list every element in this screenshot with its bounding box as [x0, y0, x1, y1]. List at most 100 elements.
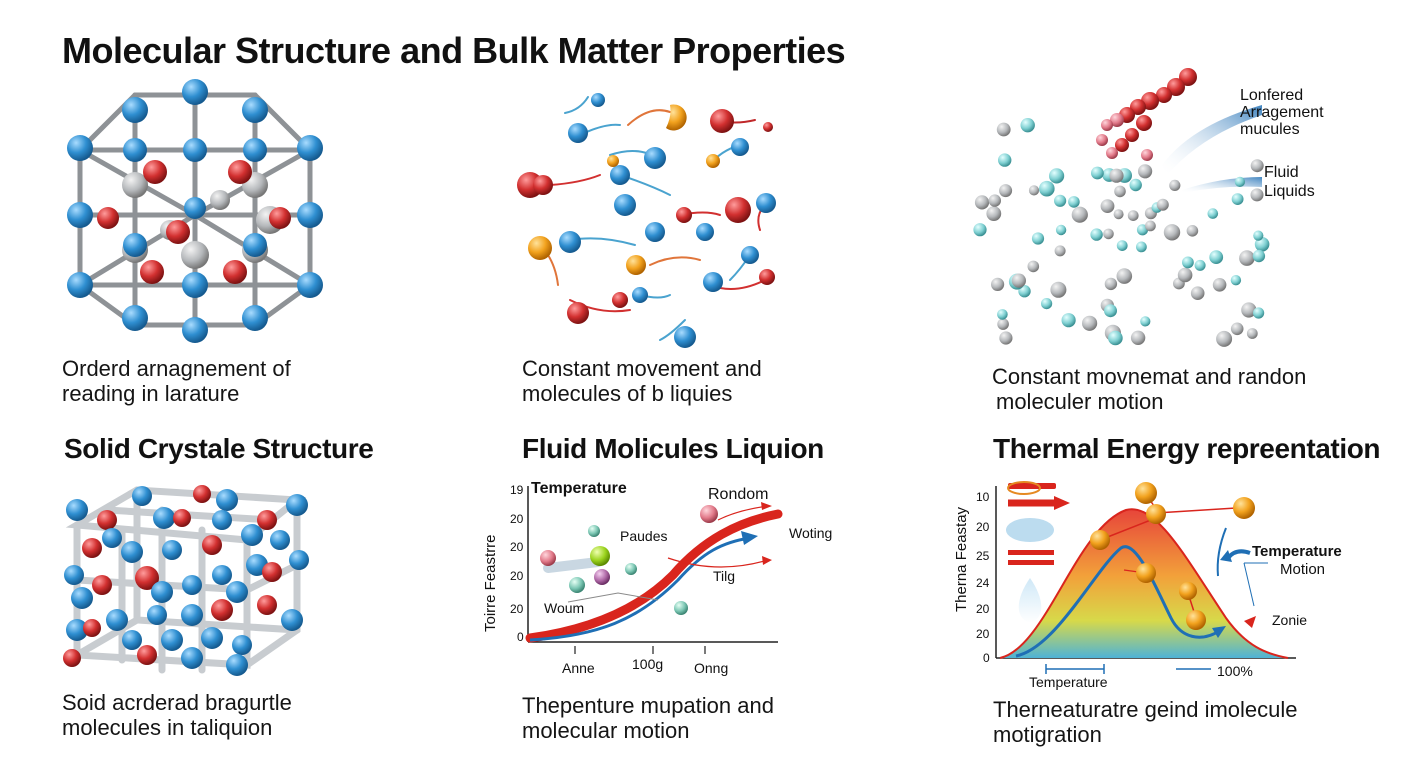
particle — [1230, 322, 1244, 336]
particle — [1109, 168, 1124, 183]
cubic-lattice-illustration — [63, 485, 309, 676]
panel6-y-tick: 10 — [976, 490, 990, 504]
particle — [1050, 281, 1067, 298]
liquid-molecules-illustration — [517, 93, 776, 348]
panel5-y-tick: 0 — [517, 630, 524, 644]
particle — [1091, 166, 1104, 180]
panel6-y-tick: 24 — [976, 576, 990, 590]
panel5-y-tick: 20 — [510, 602, 524, 616]
particle — [1116, 240, 1128, 252]
panel6-y-tick: 25 — [976, 549, 990, 563]
particle — [999, 331, 1013, 345]
panel6-y-tick: 0 — [983, 651, 990, 665]
particle — [1231, 193, 1244, 206]
crystal-lattice-illustration — [67, 79, 323, 343]
particle — [1100, 199, 1115, 214]
panel5-paudes-label: Paudes — [620, 528, 668, 544]
particle — [1230, 275, 1242, 286]
particle — [1136, 241, 1147, 253]
particle — [1104, 277, 1118, 291]
particle — [986, 206, 1002, 222]
particle — [1041, 298, 1053, 310]
particle — [1216, 330, 1233, 347]
panel5-woting-label: Woting — [789, 525, 833, 541]
particle — [991, 277, 1005, 291]
particle — [1027, 260, 1040, 273]
particle — [1055, 224, 1067, 236]
particle — [999, 184, 1013, 198]
panel6-y-tick: 20 — [976, 520, 990, 534]
panel2-caption: Constant movement and molecules of b liq… — [522, 356, 762, 406]
panel6-y-axis-label: Therna Feastay — [953, 506, 970, 612]
particle — [996, 122, 1011, 137]
panel6-caption: Therneaturatre geind imolecule motigrati… — [993, 697, 1298, 747]
panel4-heading: Solid Crystale Structure — [64, 433, 374, 464]
particle — [1234, 176, 1245, 187]
panel5-woum-label: Woum — [544, 600, 585, 616]
particle — [1186, 225, 1199, 237]
panel3-fluid-label: Fluid Liquids — [1264, 164, 1315, 200]
particle — [998, 153, 1012, 167]
panel6-x-temperature-label: Temperature — [1029, 674, 1108, 690]
particle — [1039, 180, 1055, 197]
panel5-x-tick: 100g — [632, 656, 664, 672]
panel5-x-tick: Anne — [562, 660, 595, 676]
random-motion-illustration — [973, 68, 1270, 347]
particle — [1239, 250, 1255, 266]
particle — [988, 194, 1001, 207]
particle — [1169, 179, 1181, 191]
particle — [1020, 118, 1035, 133]
particle — [1082, 315, 1098, 331]
panel3-caption: Constant movnemat and randon moleculer m… — [992, 364, 1307, 414]
particle — [1138, 164, 1153, 179]
particle — [1250, 188, 1264, 202]
particle — [1252, 249, 1266, 263]
particle — [1116, 268, 1133, 284]
particle — [1028, 185, 1040, 196]
panel6-y-tick: 20 — [976, 602, 990, 616]
panel5-caption: Thepenture mupation and molecular motion — [522, 693, 774, 743]
particle — [1090, 228, 1103, 241]
particle — [1241, 302, 1257, 318]
panel4-caption: Soid acrderad bragurtle molecules in tal… — [62, 690, 292, 740]
particle — [1163, 224, 1181, 241]
panel5-y-axis-label: Toirre Feastrre — [482, 534, 499, 632]
particle — [1103, 228, 1114, 240]
particle — [973, 223, 987, 237]
particle — [1049, 168, 1065, 184]
particle — [1145, 220, 1156, 232]
page-title: Molecular Structure and Bulk Matter Prop… — [62, 30, 846, 71]
particle — [1130, 330, 1146, 345]
particle — [1253, 307, 1265, 319]
particle — [1140, 316, 1151, 327]
particle — [997, 309, 1008, 320]
particle — [1011, 273, 1026, 288]
particle — [1127, 210, 1139, 222]
particle — [1212, 278, 1227, 292]
particle — [1031, 232, 1045, 245]
panel5-rondom-label: Rondom — [708, 486, 769, 503]
particle — [1129, 178, 1142, 192]
particle — [1190, 286, 1205, 300]
particle — [1207, 208, 1219, 219]
panel6-temperature-motion-label: Temperature Motion — [1252, 543, 1342, 578]
particle — [1246, 328, 1258, 339]
particle — [1253, 230, 1264, 241]
particle — [1054, 194, 1067, 207]
thermal-energy-chart — [995, 481, 1296, 674]
particle — [1177, 267, 1193, 283]
particle — [1114, 185, 1126, 198]
panel5-heading: Fluid Molicules Liquion — [522, 433, 824, 464]
panel6-y-tick: 20 — [976, 627, 990, 641]
particle — [1209, 250, 1224, 264]
particle — [1061, 313, 1076, 328]
temperature-curve-chart — [525, 486, 783, 654]
particle — [1113, 209, 1124, 220]
panel5-temperature-label: Temperature — [531, 480, 627, 497]
particle — [1071, 206, 1088, 223]
panel6-heading: Thermal Energy repreentation — [993, 433, 1381, 464]
particle — [1250, 159, 1264, 173]
particle — [1054, 245, 1066, 257]
panel3-arrangement-label: Lonfered Arragement mucules — [1240, 87, 1324, 138]
panel6-x-pct-label: 100% — [1217, 663, 1253, 679]
